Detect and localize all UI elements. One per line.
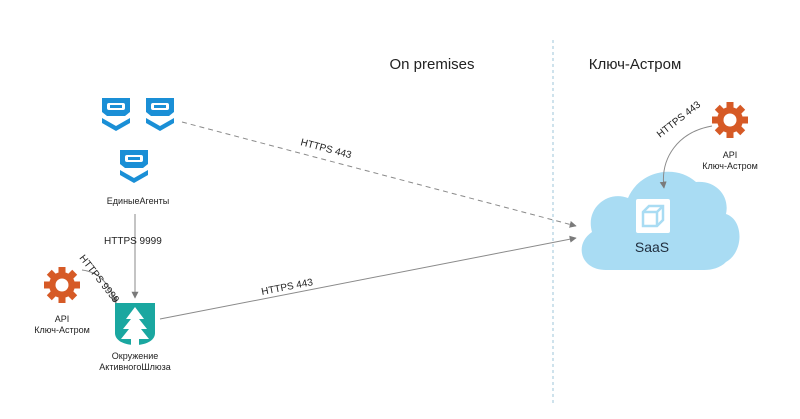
connection-gateway-saas bbox=[159, 235, 577, 320]
gateway-icon bbox=[115, 303, 155, 345]
section-title-on-premises: On premises bbox=[389, 56, 474, 73]
api-left-label-line2: Ключ-Астром bbox=[34, 325, 90, 335]
api-right-label-line2: Ключ-Астром bbox=[702, 161, 758, 171]
agents-group[interactable]: ЕдиныеАгенты bbox=[102, 98, 174, 206]
api-right-label-line1: API bbox=[723, 150, 738, 160]
saas-label: SaaS bbox=[635, 239, 669, 255]
connection-api-gateway bbox=[81, 269, 118, 304]
connection-agents-saas bbox=[181, 121, 577, 228]
gear-icon bbox=[712, 102, 748, 138]
gateway-node[interactable]: Окружение АктивногоШлюза bbox=[99, 303, 171, 372]
agent-icon bbox=[102, 98, 130, 131]
agents-label: ЕдиныеАгенты bbox=[107, 196, 169, 206]
saas-cube-icon bbox=[636, 199, 670, 233]
api-left[interactable]: API Ключ-Астром bbox=[34, 267, 90, 335]
connection-gateway-saas-label: HTTPS 443 bbox=[260, 277, 314, 298]
section-title-cloud: Ключ-Астром bbox=[589, 56, 682, 73]
connection-api-gateway-label: HTTPS 9999 bbox=[77, 253, 122, 306]
connection-api-saas-label: HTTPS 443 bbox=[655, 99, 703, 140]
saas-cloud[interactable]: SaaS bbox=[581, 171, 740, 270]
connection-agents-saas-label: HTTPS 443 bbox=[299, 137, 353, 161]
connection-api-saas bbox=[659, 125, 713, 189]
agent-icon bbox=[120, 150, 148, 183]
gear-icon bbox=[44, 267, 80, 303]
agent-icon bbox=[146, 98, 174, 131]
connection-agents-gateway-label: HTTPS 9999 bbox=[104, 236, 162, 247]
gateway-label-line1: Окружение bbox=[112, 351, 158, 361]
api-right[interactable]: API Ключ-Астром bbox=[702, 102, 758, 171]
api-left-label-line1: API bbox=[55, 314, 70, 324]
gateway-label-line2: АктивногоШлюза bbox=[99, 362, 170, 372]
